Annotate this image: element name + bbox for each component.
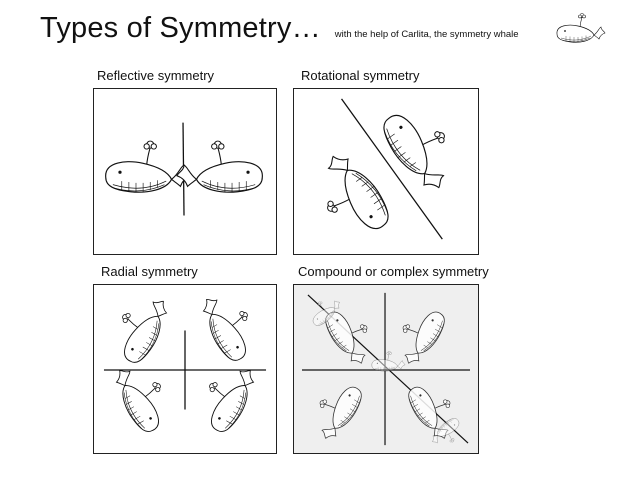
whale-icon (105, 122, 263, 216)
panel-reflective-symmetry (93, 88, 277, 255)
whale-icon (304, 97, 468, 247)
panel-radial-symmetry (93, 284, 277, 454)
whale-logo-icon (552, 8, 618, 48)
panel-label-radial: Radial symmetry (101, 264, 198, 279)
panel-rotational-symmetry (293, 88, 479, 255)
title-row: Types of Symmetry… with the help of Carl… (40, 12, 519, 45)
panel-label-reflective: Reflective symmetry (97, 68, 215, 83)
panel-label-compound: Compound or complex symmetry (298, 264, 489, 279)
whale-icon (103, 285, 267, 437)
page-title: Types of Symmetry… (40, 12, 321, 44)
panel-label-rotational: Rotational symmetry (301, 68, 420, 83)
page-subtitle: with the help of Carlita, the symmetry w… (334, 29, 519, 40)
whale-icon (302, 291, 470, 453)
panel-compound-symmetry (293, 284, 479, 454)
